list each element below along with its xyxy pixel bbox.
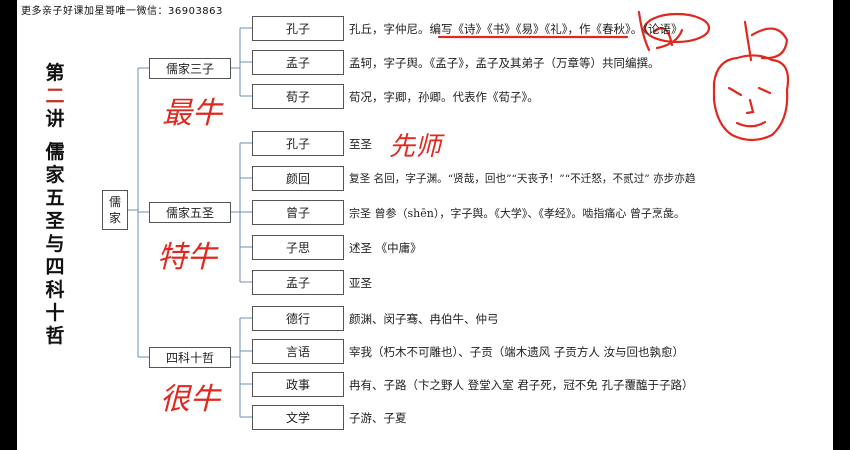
lecture-heading: 儒家五圣与四科十哲	[45, 141, 65, 347]
root-label: 儒家	[108, 195, 121, 225]
item-name: 德行	[285, 312, 310, 326]
lecture-number: 二	[45, 85, 65, 107]
slide: 更多亲子好课加星哥唯一微信：36903863 第 二 讲 儒家五圣与四科十哲	[17, 0, 833, 450]
item-box: 荀子	[252, 84, 344, 109]
group-annotation: 特牛	[157, 240, 217, 275]
item-description: 亚圣	[349, 276, 372, 290]
handwritten-note: 先师	[389, 132, 442, 162]
group-annotation: 最牛	[162, 96, 222, 131]
item-box: 政事	[252, 372, 344, 397]
watermark-text: 更多亲子好课加星哥唯一微信：36903863	[21, 6, 223, 17]
item-name: 孔子	[285, 137, 310, 151]
item-description: 述圣 《中庸》	[349, 241, 422, 255]
group-box: 四科十哲	[149, 347, 231, 368]
item-description: 复圣 名回，字子渊。“贤哉，回也”“天丧予！”“不迁怒，不贰过” 亦步亦趋	[349, 173, 696, 185]
item-description: 宗圣 曾参（shēn），字子舆。《大学》、《孝经》。啮指痛心 曾子烹彘。	[349, 207, 685, 220]
root-node: 儒家	[102, 190, 128, 230]
item-name: 文学	[285, 411, 310, 425]
item-description: 至圣	[349, 137, 372, 151]
item-description: 孔丘，字仲尼。编写《诗》《书》《易》《礼》，作《春秋》。《论语》	[349, 22, 683, 36]
item-name: 荀子	[285, 90, 310, 104]
group-label: 儒家三子	[165, 62, 214, 76]
item-box: 孟子	[252, 50, 344, 75]
item-description: 荀况，字卿，孙卿。代表作《荀子》。	[349, 90, 539, 104]
group-annotation: 很牛	[160, 382, 220, 417]
group-label: 儒家五圣	[165, 206, 214, 220]
item-name: 言语	[285, 345, 310, 359]
item-name: 曾子	[285, 206, 310, 220]
lecture-prefix: 第	[45, 62, 65, 84]
lecture-suffix: 讲	[45, 108, 65, 130]
item-description: 孟轲，字子舆。《孟子》，孟子及其弟子（万章等）共同编撰。	[349, 56, 660, 70]
lecture-title: 第 二 讲 儒家五圣与四科十哲	[43, 62, 67, 348]
item-box: 子思	[252, 235, 344, 260]
item-box: 文学	[252, 405, 344, 430]
item-box: 孔子	[252, 131, 344, 156]
group-box: 儒家三子	[149, 58, 231, 79]
ink-marks	[437, 10, 790, 142]
item-box: 孔子	[252, 16, 344, 41]
item-description: 子游、子夏	[349, 411, 407, 425]
item-description: 宰我（朽木不可雕也）、子贡（端木遗风 子贡方人 汝与回也孰愈）	[349, 345, 685, 359]
item-name: 子思	[285, 241, 310, 255]
item-name: 颜回	[285, 172, 310, 186]
item-name: 孔子	[285, 22, 310, 36]
item-name: 政事	[285, 378, 310, 392]
item-description: 冉有、子路（卞之野人 登堂入室 君子死，冠不免 孔子覆醢于子路）	[349, 378, 694, 392]
scribble-mark-2	[743, 20, 789, 62]
item-name: 孟子	[285, 56, 310, 70]
item-box: 孟子	[252, 270, 344, 295]
group-label: 四科十哲	[165, 351, 214, 365]
circle-mark	[643, 12, 711, 44]
item-box: 德行	[252, 306, 344, 331]
item-box: 言语	[252, 339, 344, 364]
group-box: 儒家五圣	[149, 202, 231, 223]
item-name: 孟子	[285, 276, 310, 290]
scribble-mark	[637, 10, 684, 52]
connector-lines	[128, 10, 790, 418]
item-box: 曾子	[252, 200, 344, 225]
item-box: 颜回	[252, 166, 344, 191]
face-doodle	[712, 54, 790, 142]
item-description: 颜渊、闵子骞、冉伯牛、仲弓	[349, 312, 499, 326]
